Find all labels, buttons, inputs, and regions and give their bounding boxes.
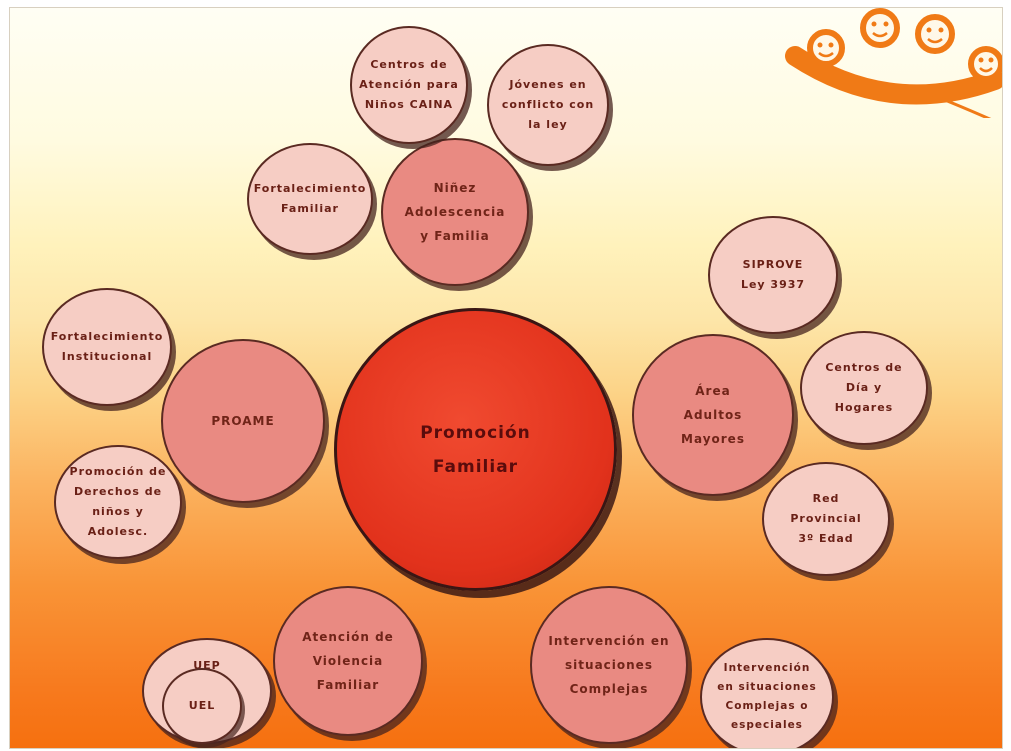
node-fortalecimiento-institucional: Fortalecimiento Institucional xyxy=(42,288,172,406)
node-siprove-ley-3937: SIPROVE Ley 3937 xyxy=(708,216,838,334)
node-atencion-violencia-familiar: Atención de Violencia Familiar xyxy=(273,586,423,736)
node-centros-atencion-caina: Centros de Atención para Niños CAINA xyxy=(350,26,468,144)
node-jovenes-conflicto-ley: Jóvenes en conflicto con la ley xyxy=(487,44,609,166)
node-intervencion-situaciones-complejas: Intervención en situaciones Complejas xyxy=(530,586,688,744)
node-promocion-derechos: Promoción de Derechos de niños y Adolesc… xyxy=(54,445,182,559)
node-centros-dia-hogares: Centros de Día y Hogares xyxy=(800,331,928,445)
node-ninez-adolescencia-familia: Niñez Adolescencia y Familia xyxy=(381,138,529,286)
central-node-promocion-familiar: Promoción Familiar xyxy=(334,308,617,591)
node-uel: UEL xyxy=(162,668,242,744)
node-intervencion-situaciones-especiales: Intervención en situaciones Complejas o … xyxy=(700,638,834,748)
node-area-adultos-mayores: Área Adultos Mayores xyxy=(632,334,794,496)
node-fortalecimiento-familiar: Fortalecimiento Familiar xyxy=(247,143,373,255)
smiling-faces-logo xyxy=(785,8,1002,118)
node-red-provincial-3-edad: Red Provincial 3º Edad xyxy=(762,462,890,576)
diagram-slide: Promoción Familiar Niñez Adolescencia y … xyxy=(10,8,1002,748)
node-proame: PROAME xyxy=(161,339,325,503)
